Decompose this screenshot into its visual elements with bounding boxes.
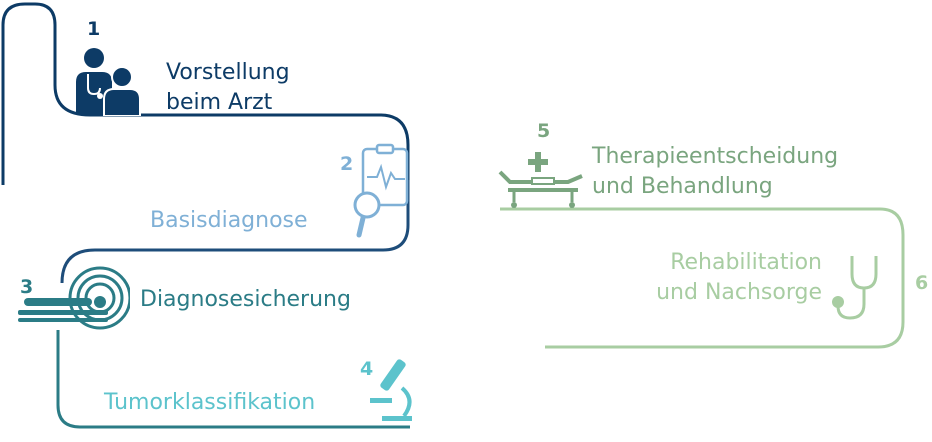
step-6-label: Rehabilitation und Nachsorge [626,248,822,308]
hospital-bed-icon [498,152,583,208]
step-2-number: 2 [340,153,354,175]
step-5-line1: Therapieentscheidung [592,144,839,169]
path-segment-6 [545,270,905,349]
step-1-line2: beim Arzt [166,90,273,115]
path-segment-1 [1,2,410,185]
step-6-line1: Rehabilitation [670,250,822,275]
stethoscope-icon [832,256,878,320]
step-1-line1: Vorstellung [166,60,290,85]
ct-scanner-icon [18,266,130,330]
step-5-label: Therapieentscheidung und Behandlung [592,142,838,202]
step-3-number: 3 [20,276,34,298]
step-2-label: Basisdiagnose [150,208,308,233]
clipboard-magnifier-icon [353,143,409,238]
path-segment-2 [60,180,410,284]
path-segment-3 [56,330,410,429]
step-6-number: 6 [915,272,929,294]
path-segment-5 [500,207,905,270]
doctor-patient-icon [76,48,141,116]
step-4-label: Tumorklassifikation [104,390,316,415]
step-3-label: Diagnosesicherung [140,287,351,312]
step-5-number: 5 [537,120,551,142]
step-6-line2: und Nachsorge [656,280,822,305]
step-1-number: 1 [87,18,101,40]
step-1-label: Vorstellung beim Arzt [166,58,290,118]
step-4-number: 4 [360,358,374,380]
microscope-icon [370,359,412,421]
step-5-line2: und Behandlung [592,174,773,199]
